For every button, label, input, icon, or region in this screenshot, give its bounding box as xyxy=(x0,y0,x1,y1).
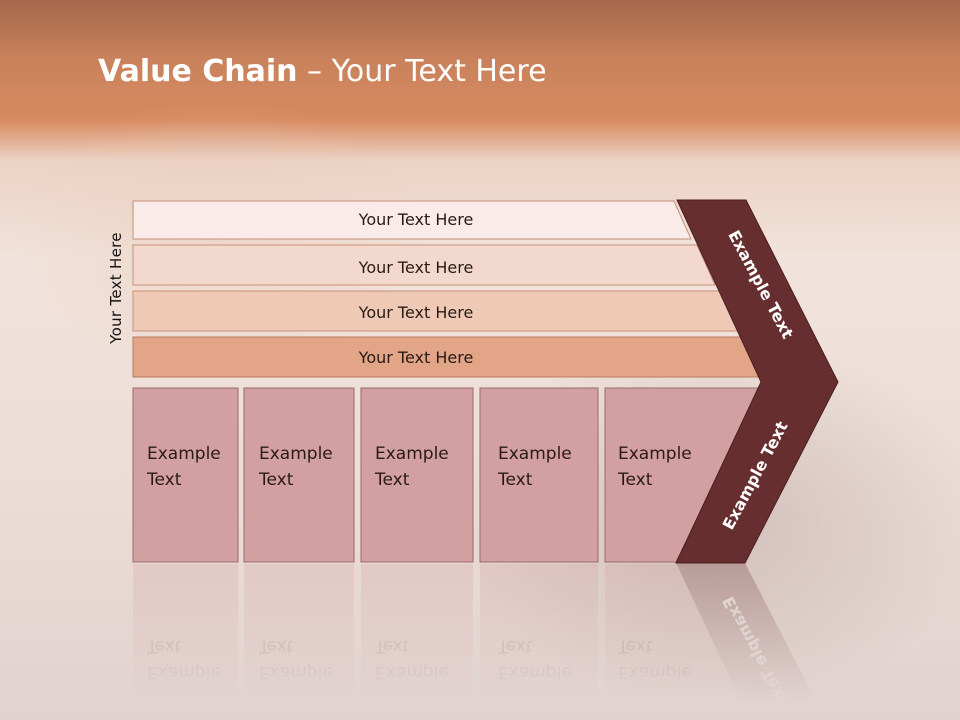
activity-box-2-line1: Example xyxy=(259,444,333,464)
activity-box-1-line2: Text xyxy=(146,470,182,490)
reflection-box-4 xyxy=(480,564,598,720)
activity-box-3-line2: Text xyxy=(374,470,410,490)
band-3: Your Text Here xyxy=(132,290,740,332)
reflection-box-1-line1: Example xyxy=(147,662,221,682)
activity-box-4-line1: Example xyxy=(498,444,572,464)
reflection-box-2-line2: Text xyxy=(258,636,294,656)
reflection-box-4-line2: Text xyxy=(497,636,533,656)
diagram-reflection: Example Text Example Text Example Text E… xyxy=(133,563,826,720)
activity-box-5-line2: Text xyxy=(617,470,653,490)
reflection-box-3-line1: Example xyxy=(375,662,449,682)
title-rest: – Your Text Here xyxy=(297,54,547,89)
band-1-shape xyxy=(132,200,692,240)
activity-box-4-shape xyxy=(479,387,599,563)
band-2-shape xyxy=(132,244,716,286)
band-4: Your Text Here xyxy=(132,336,764,378)
band-4-label: Your Text Here xyxy=(358,348,474,367)
reflection-box-4-line1: Example xyxy=(498,662,572,682)
reflection-chevron xyxy=(676,563,826,720)
reflection-box-5-line1: Example xyxy=(618,662,692,682)
reflection-box-1-line2: Text xyxy=(146,636,182,656)
activity-box-1: Example Text xyxy=(132,387,239,563)
activity-box-3-shape xyxy=(360,387,474,563)
margin-chevron-shape xyxy=(675,199,839,564)
band-1: Your Text Here xyxy=(132,200,692,240)
band-1-label: Your Text Here xyxy=(358,210,474,229)
activity-box-3: Example Text xyxy=(360,387,474,563)
activity-box-5-line1: Example xyxy=(618,444,692,464)
band-2-label: Your Text Here xyxy=(358,258,474,277)
reflection-box-3 xyxy=(361,564,473,720)
activity-box-2: Example Text xyxy=(243,387,355,563)
activity-box-1-shape xyxy=(132,387,239,563)
activity-box-3-line1: Example xyxy=(375,444,449,464)
activity-box-4: Example Text xyxy=(479,387,599,563)
reflection-box-2-line1: Example xyxy=(259,662,333,682)
activity-box-2-shape xyxy=(243,387,355,563)
slide-title: Value Chain – Your Text Here xyxy=(98,54,547,89)
band-2: Your Text Here xyxy=(132,244,716,286)
reflection-box-1 xyxy=(133,564,238,720)
activity-box-1-line1: Example xyxy=(147,444,221,464)
title-bold: Value Chain xyxy=(98,54,298,89)
reflection-box-5-line2: Text xyxy=(617,636,653,656)
band-3-label: Your Text Here xyxy=(358,303,474,322)
reflection-box-5 xyxy=(605,564,754,720)
activity-box-2-line2: Text xyxy=(258,470,294,490)
reflection-box-2 xyxy=(244,564,354,720)
activity-box-4-line2: Text xyxy=(497,470,533,490)
reflection-box-3-line2: Text xyxy=(374,636,410,656)
